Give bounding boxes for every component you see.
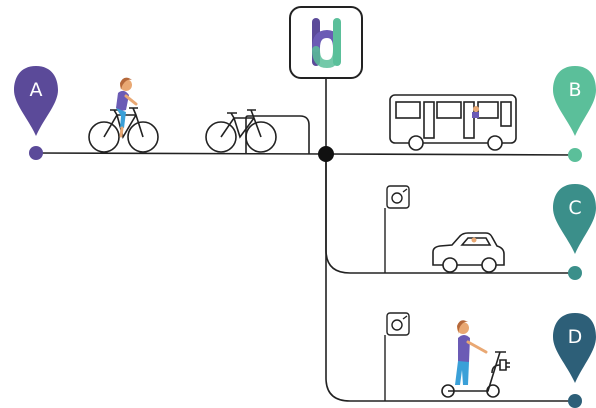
bus-icon [389, 94, 517, 151]
pin-a-label: A [30, 79, 43, 101]
charging-station-icon-d [384, 312, 410, 401]
hub-logo[interactable] [289, 6, 363, 79]
pin-c-marker [553, 184, 596, 254]
route-line-d [325, 154, 576, 402]
route-lines [35, 78, 577, 402]
cyclist-icon [88, 77, 159, 153]
route-line-b [325, 153, 577, 156]
pin-d-label: D [568, 326, 583, 348]
pin-c-endpoint [568, 266, 582, 280]
bicycle-rack-icon [205, 109, 310, 154]
pin-b-label: B [568, 79, 581, 101]
charging-station-icon [384, 185, 410, 273]
pin-a-endpoint [29, 146, 43, 160]
route-line-a [35, 152, 327, 155]
hub-junction-dot [318, 146, 334, 162]
route-line-c [325, 154, 576, 274]
pin-a[interactable]: A [14, 66, 58, 160]
pin-d-endpoint [568, 394, 582, 408]
pin-d[interactable]: D [553, 313, 596, 408]
car-icon [432, 232, 505, 273]
pin-c-label: C [568, 197, 581, 219]
hub-logo-icon [312, 18, 341, 69]
pin-b-endpoint [568, 148, 582, 162]
pin-a-marker [14, 66, 58, 136]
pin-d-marker [553, 313, 596, 383]
pin-b-marker [553, 66, 596, 136]
pin-c[interactable]: C [553, 184, 596, 280]
scooter-rider-icon [441, 320, 510, 398]
pin-b[interactable]: B [553, 66, 596, 162]
